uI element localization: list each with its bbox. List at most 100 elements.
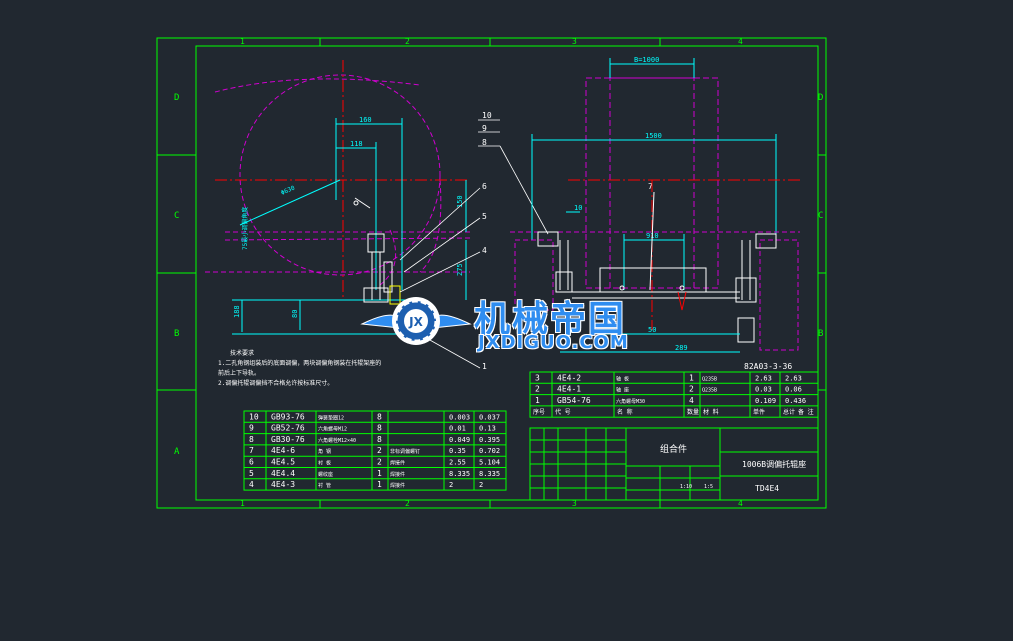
- table-header: 材 料: [703, 408, 719, 416]
- weight-label: 1:5: [704, 484, 713, 490]
- row-label: B: [818, 329, 823, 339]
- table-cell: 焊接件: [390, 482, 405, 489]
- col-label: 2: [405, 499, 410, 508]
- balloon-label: 1: [482, 362, 487, 371]
- table-cell: 2: [535, 385, 540, 394]
- table-cell: 4: [689, 396, 694, 405]
- watermark: JX 机械帝国 JXDIGUO.COM: [360, 288, 660, 354]
- table-cell: 8: [377, 435, 382, 444]
- table-cell: 焊接件: [390, 460, 405, 467]
- drawing-title: 1006B调偏托辊座: [742, 459, 806, 469]
- table-cell: 0.03: [755, 386, 772, 394]
- watermark-title: 机械帝国: [474, 299, 627, 340]
- dim-label: Φ630: [280, 184, 296, 196]
- dim-label: 80: [291, 310, 299, 318]
- zone-ticks: [157, 38, 826, 508]
- row-label: A: [174, 447, 180, 457]
- table-header: 数量: [687, 408, 699, 416]
- col-label: 3: [572, 37, 577, 46]
- table-cell: 2: [689, 385, 694, 394]
- table-header: 序号: [533, 408, 545, 416]
- tech-note: 2.调偏托辊调偏挡不合格允许按标准尺寸。: [218, 379, 333, 387]
- balloon-label: 7: [648, 182, 653, 191]
- dim-note: 75最小调偏角度: [241, 207, 249, 250]
- table-cell: GB52-76: [271, 424, 305, 433]
- table-cell: 衬 板: [318, 460, 331, 467]
- tech-note: 前后上下导轨。: [218, 369, 260, 377]
- dim-label: 188: [233, 305, 241, 318]
- table-cell: 10: [249, 412, 259, 421]
- table-cell: 非标调偏螺钉: [390, 448, 420, 455]
- table-cell: GB54-76: [557, 396, 591, 405]
- table-cell: 2.55: [449, 459, 466, 467]
- table-cell: 4: [249, 480, 254, 489]
- table-cell: 0.702: [479, 447, 500, 455]
- dim-label: 150: [456, 195, 464, 208]
- col-label: 1: [240, 499, 245, 508]
- table-cell: 焊接件: [390, 471, 405, 478]
- table-cell: 衬 管: [318, 482, 331, 489]
- table-cell: 六角螺母M12: [318, 426, 347, 433]
- table-cell: 9: [249, 424, 254, 433]
- table-cell: 0.35: [449, 447, 466, 455]
- table-cell: GB30-76: [271, 435, 305, 444]
- table-cell: 2: [479, 481, 483, 489]
- tech-note: 1.二孔角钢组装后的底面调偏，两块调偏角钢装在托辊架座的: [218, 359, 381, 367]
- dim-label: 160: [359, 116, 372, 124]
- table-header: 代 号: [555, 408, 571, 416]
- drawing-code: TD4E4: [755, 484, 779, 493]
- col-label: 2: [405, 37, 410, 46]
- row-label: B: [174, 329, 179, 339]
- table-cell: 3: [535, 373, 540, 382]
- dim-label: 275: [456, 263, 464, 276]
- table-cell: 5.104: [479, 459, 500, 467]
- balloon-label: 5: [482, 212, 487, 221]
- table-cell: 1: [377, 469, 382, 478]
- table-cell: 0.003: [449, 413, 470, 421]
- row-label: D: [818, 93, 823, 103]
- row-label: D: [174, 93, 179, 103]
- table-cell: 2.63: [785, 374, 802, 382]
- logo-letters: JX: [408, 315, 423, 329]
- table-cell: 4E4.5: [271, 458, 295, 467]
- row-label: C: [818, 211, 823, 221]
- table-cell: 6: [249, 458, 254, 467]
- table-cell: GB93-76: [271, 412, 305, 421]
- watermark-url: JXDIGUO.COM: [478, 332, 629, 353]
- dim-label: 50: [648, 326, 656, 334]
- table-header: 名 称: [617, 408, 633, 416]
- table-cell: 0.049: [449, 436, 470, 444]
- table-cell: 1: [377, 480, 382, 489]
- table-cell: 2: [449, 481, 453, 489]
- table-cell: 0.037: [479, 413, 500, 421]
- table-cell: 0.109: [755, 397, 776, 405]
- col-label: 4: [738, 37, 743, 46]
- table-cell: 0.06: [785, 386, 802, 394]
- front-view: B=1000 1500 910 10 50: [510, 56, 800, 353]
- table-cell: 0.436: [785, 397, 806, 405]
- balloon-label: 6: [482, 182, 487, 191]
- table-cell: 4E4-3: [271, 480, 295, 489]
- left-side-view: 160 118 Φ630 150 275 188 80 75最小调偏角度: [205, 60, 471, 335]
- table-cell: 2: [377, 446, 382, 455]
- table-cell: 4E4.4: [271, 469, 295, 478]
- table-header: 备 注: [798, 408, 814, 416]
- table-cell: 0.395: [479, 436, 500, 444]
- assembly-label: 组合件: [660, 443, 687, 455]
- table-cell: 5: [249, 469, 254, 478]
- table-cell: Q235B: [702, 376, 717, 382]
- table-cell: 8: [249, 435, 254, 444]
- table-cell: 轴 板: [616, 375, 629, 382]
- dim-label: 118: [350, 140, 363, 148]
- table-cell: Q235B: [702, 388, 717, 394]
- table-cell: 螺纹座: [318, 471, 333, 478]
- table-cell: 8.335: [479, 470, 500, 478]
- table-cell: 轴 座: [616, 387, 629, 394]
- dim-label: 289: [675, 344, 688, 352]
- dim-label: B=1000: [634, 56, 659, 64]
- table-cell: 4E4-2: [557, 373, 581, 382]
- scale-label: 1:10: [680, 484, 692, 490]
- title-block: 组合件 1006B调偏托辊座 TD4E4 1:10 1:5: [529, 427, 819, 501]
